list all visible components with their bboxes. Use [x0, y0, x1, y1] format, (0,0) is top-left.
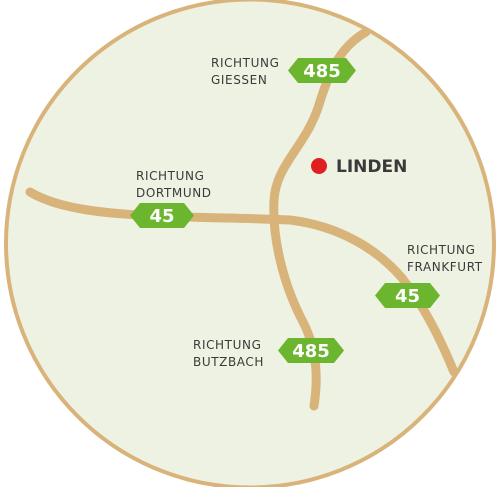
route-shield-485-north: 485 [288, 58, 356, 83]
shield-45-east-label: 45 [395, 286, 420, 307]
route-shield-45-west: 45 [130, 203, 194, 228]
direction-frankfurt-line1: RICHTUNG [407, 243, 475, 257]
route-shield-45-east: 45 [375, 283, 440, 308]
shield-45-east-badge [375, 283, 440, 308]
direction-frankfurt-line2: FRANKFURT [407, 260, 483, 274]
shield-45-west-badge [130, 203, 194, 228]
shield-45-west-label: 45 [149, 206, 174, 227]
city-marker-icon [311, 158, 327, 174]
direction-giessen-line2: GIESSEN [211, 73, 267, 87]
direction-butzbach-line1: RICHTUNG [193, 338, 261, 352]
direction-dortmund-line2: DORTMUND [136, 186, 212, 200]
route-shield-485-south: 485 [278, 338, 344, 363]
shield-485-north-label: 485 [303, 61, 341, 82]
direction-dortmund-line1: RICHTUNG [136, 169, 204, 183]
city-name: LINDEN [336, 157, 407, 177]
map-area [4, 0, 496, 487]
shield-485-south-badge [278, 338, 344, 363]
shield-485-south-label: 485 [292, 341, 330, 362]
direction-giessen-line1: RICHTUNG [211, 56, 279, 70]
direction-butzbach-line2: BUTZBACH [193, 355, 264, 369]
shield-485-north-badge [288, 58, 356, 83]
